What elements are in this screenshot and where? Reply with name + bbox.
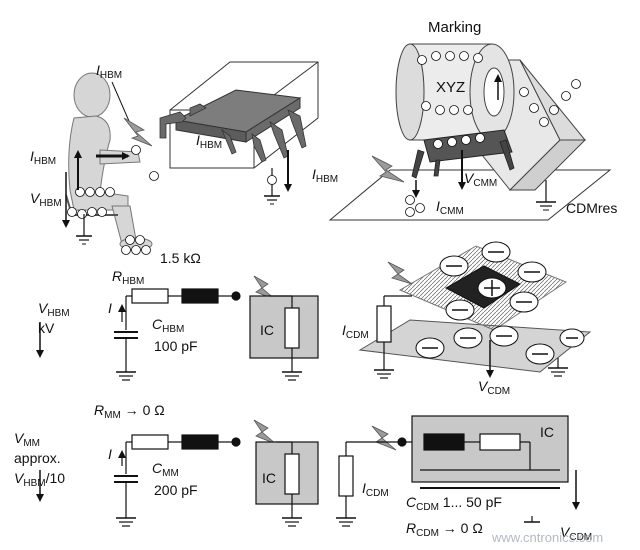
label-ihbm-body: IHBM <box>30 148 57 167</box>
resistor-rmm <box>131 434 169 450</box>
label-chbm: CHBM <box>152 316 185 335</box>
inductor-mm <box>181 434 219 450</box>
label-ic-cdm: IC <box>540 424 554 440</box>
label-xyz: XYZ <box>436 79 466 96</box>
label-vhbm-person: VHBM <box>30 190 62 209</box>
mm-circuit <box>36 419 319 527</box>
label-cdmres: CDMres <box>566 200 618 216</box>
label-cmm: CMM <box>152 460 179 479</box>
label-kv: kV <box>38 320 55 336</box>
label-ic-mm: IC <box>262 470 276 486</box>
label-approx: approx. <box>14 450 61 466</box>
label-ccdm: CCDM 1... 50 pF <box>406 494 502 513</box>
ic-hbm-box <box>249 295 319 359</box>
spark-icon <box>253 419 277 445</box>
cylinder-charges <box>405 51 581 217</box>
label-rhbm: RHBM <box>112 268 145 287</box>
label-ihbm-chip: IHBM <box>196 132 223 151</box>
label-hbm-res-value: 1.5 kΩ <box>160 250 201 266</box>
watermark: www.cntronics.com <box>492 530 604 545</box>
label-i-hbm: I <box>108 300 112 316</box>
spark-icon <box>123 117 153 147</box>
spark-icon <box>371 155 405 183</box>
label-vhbm-10: VHBM/10 <box>14 470 66 489</box>
label-rmm: RMM → 0 Ω <box>94 402 165 421</box>
label-vcdm: VCDM <box>478 378 511 397</box>
label-ihbm-ground: IHBM <box>312 166 339 185</box>
label-chbm-value: 100 pF <box>154 338 198 354</box>
cdm-chip-illustration <box>358 241 592 379</box>
label-icmm: ICMM <box>436 198 464 217</box>
label-marking: Marking <box>428 19 482 36</box>
switch-contact <box>231 291 241 301</box>
label-vhbm-circuit: VHBM <box>38 300 70 319</box>
label-icdm-2: ICDM <box>362 480 389 499</box>
hbm-chip-illustration <box>149 61 319 205</box>
resistor-rhbm <box>131 288 169 304</box>
label-vcdm-2: VCDM <box>560 524 593 543</box>
person-torso <box>68 115 129 211</box>
label-vcmm: VCMM <box>464 170 498 189</box>
label-cmm-value: 200 pF <box>154 482 198 498</box>
cdm-cylinder-illustration <box>328 43 612 221</box>
label-icdm: ICDM <box>342 322 369 341</box>
spark-icon <box>387 261 413 285</box>
ic-hbm-resistor <box>284 307 300 349</box>
inductor-hbm <box>181 288 219 304</box>
label-vmm: VMM <box>14 430 41 449</box>
hbm-circuit <box>36 275 319 381</box>
label-rcdm: RCDM → 0 Ω <box>406 520 483 539</box>
label-ihbm-top: IHBM <box>96 62 123 81</box>
spark-icon <box>371 425 397 451</box>
cdm-circuit <box>336 415 580 527</box>
label-i-mm: I <box>108 446 112 462</box>
hbm-person-illustration <box>62 72 153 255</box>
label-ic-hbm: IC <box>260 322 274 338</box>
